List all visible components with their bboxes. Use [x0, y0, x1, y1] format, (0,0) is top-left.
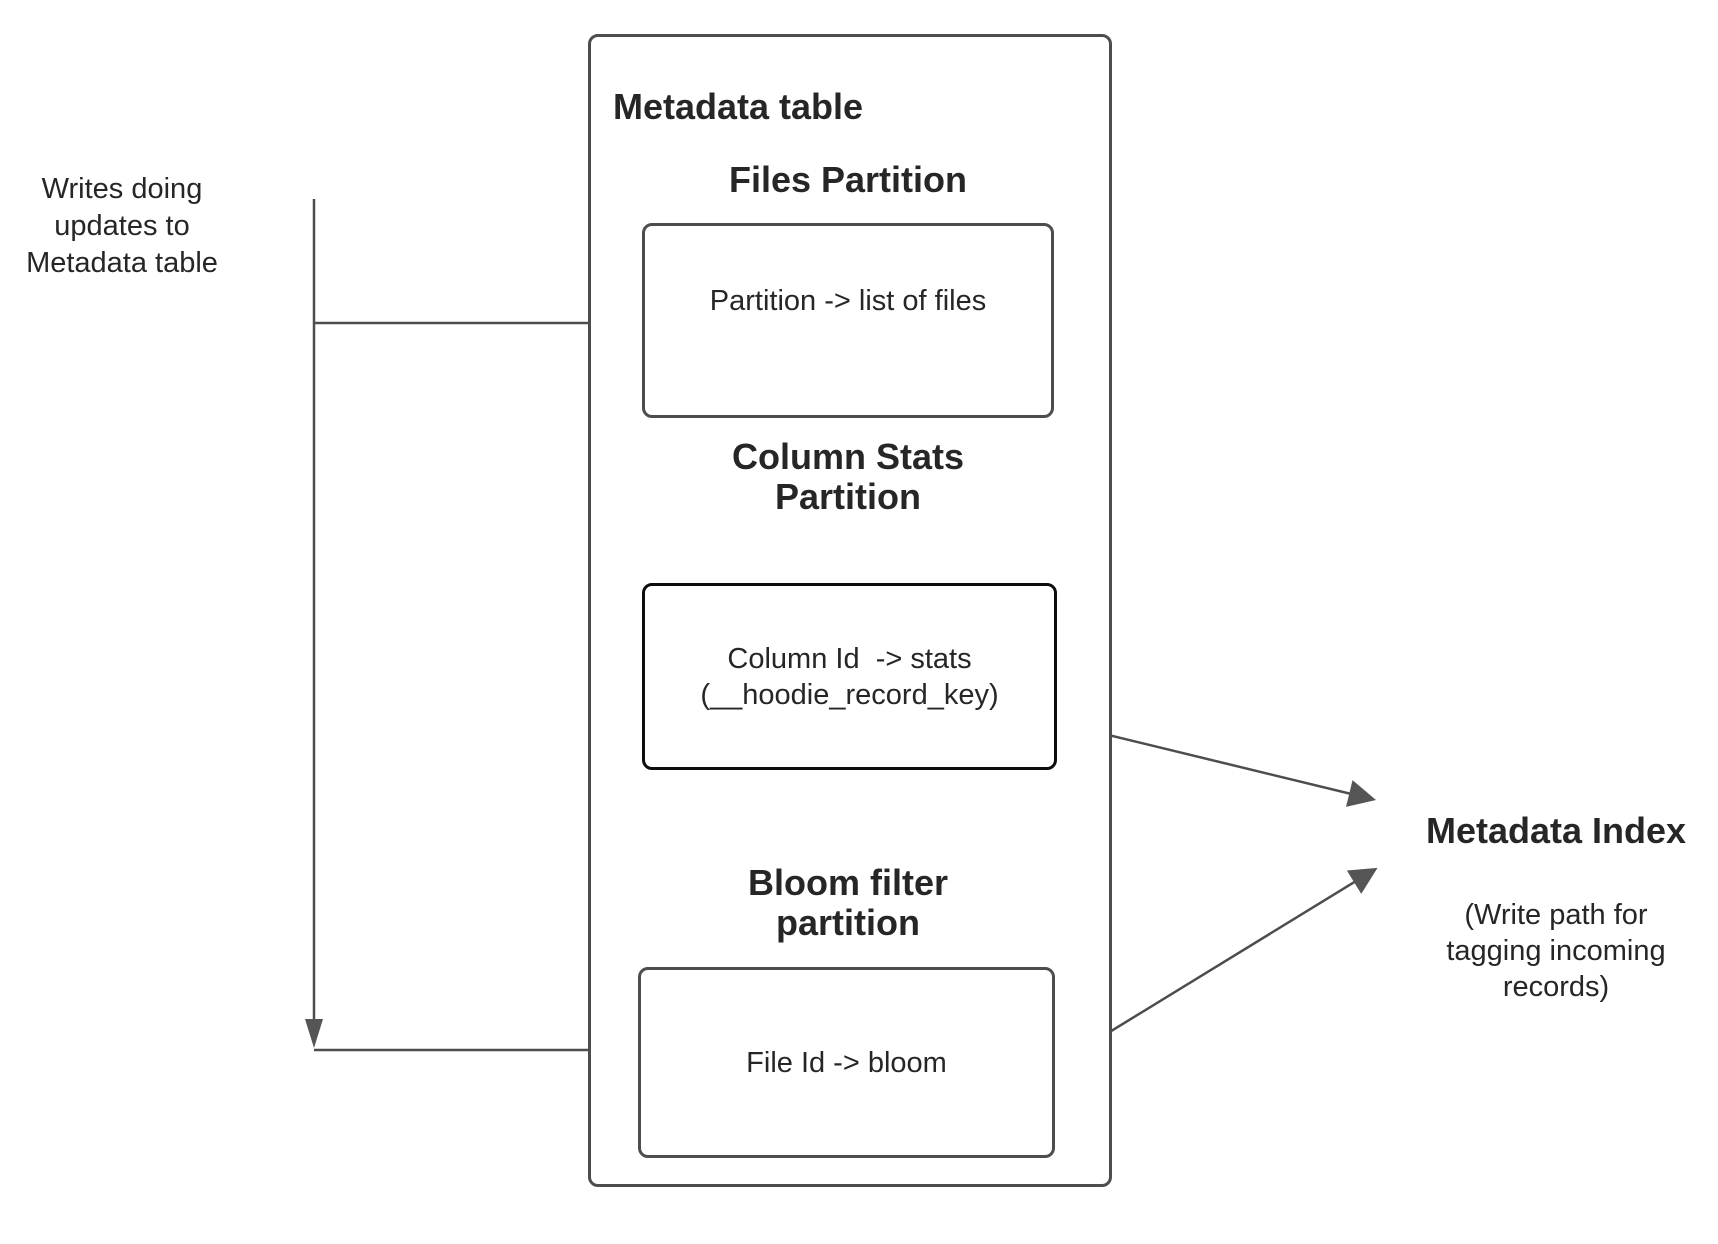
column-stats-box-label: Column Id -> stats (__hoodie_record_key) — [700, 642, 999, 711]
writes-updates-note: Writes doing updates to Metadata table — [26, 173, 218, 279]
bloom-filter-partition-box: File Id -> bloom — [638, 967, 1055, 1158]
metadata-index-subtitle: (Write path for tagging incoming records… — [1446, 899, 1666, 1003]
files-partition-heading: Files Partition — [728, 159, 968, 200]
bloom-filter-box-label: File Id -> bloom — [746, 1046, 947, 1079]
metadata-index-title: Metadata Index — [1425, 810, 1687, 851]
files-partition-box: Partition -> list of files — [642, 223, 1054, 418]
down-arrowhead-icon — [305, 1019, 323, 1048]
column-stats-partition-box: Column Id -> stats (__hoodie_record_key) — [642, 583, 1057, 770]
column-stats-partition-heading: Column Stats Partition — [731, 436, 964, 517]
files-partition-box-label: Partition -> list of files — [709, 284, 987, 317]
bloom-filter-partition-heading: Bloom filter partition — [747, 862, 948, 943]
metadata-table-title: Metadata table — [613, 86, 864, 127]
